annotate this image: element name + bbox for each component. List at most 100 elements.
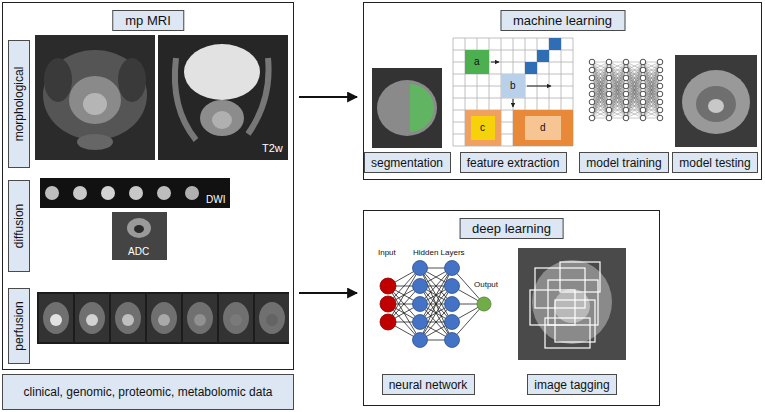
model-training-network-part bbox=[592, 78, 609, 118]
feature-grid-cells-part bbox=[465, 50, 489, 74]
model-training-network-part bbox=[640, 59, 646, 65]
image-tagging-image-part-part bbox=[545, 318, 590, 348]
feature-grid-cells-part bbox=[491, 62, 499, 63]
model-training-network-part bbox=[592, 78, 609, 118]
model-training-network-part bbox=[609, 78, 626, 118]
model-training-network-part bbox=[640, 67, 646, 73]
feature-grid-lines bbox=[453, 38, 573, 146]
model-training-network-part bbox=[640, 107, 646, 113]
dwi-strip-part bbox=[40, 178, 230, 208]
segmentation-image-part bbox=[377, 80, 437, 136]
t2w-coronal-image bbox=[158, 35, 288, 160]
model-training-network-part bbox=[640, 75, 646, 81]
adc-image-part bbox=[134, 225, 144, 233]
model-training-network-part bbox=[589, 107, 595, 113]
model-training-network-part bbox=[640, 115, 646, 121]
method-panel: machine learningsegmentationfeature extr… bbox=[363, 2, 762, 180]
adc-image-part bbox=[127, 218, 151, 238]
model-training-network-part bbox=[589, 59, 595, 65]
perfusion-strip-part bbox=[50, 314, 62, 326]
model-training-network-part bbox=[606, 91, 612, 97]
image-tagging-image-part bbox=[532, 260, 612, 344]
feature-grid-cells-part bbox=[513, 99, 514, 107]
step-label-box: image tagging bbox=[527, 374, 617, 395]
neural-network-figure-part bbox=[413, 315, 428, 330]
neural-network-figure-part bbox=[388, 286, 420, 340]
perfusion-strip-part bbox=[37, 292, 289, 344]
model-training-network-part bbox=[606, 83, 612, 89]
node-label: model testing bbox=[679, 156, 750, 170]
perfusion-strip-part bbox=[219, 294, 253, 342]
t2w-axial-image-part bbox=[118, 58, 146, 102]
feature-grid-cells-part bbox=[471, 116, 495, 140]
image-label: b bbox=[510, 80, 516, 92]
t2w-axial-image-part bbox=[83, 93, 107, 115]
node-label: morphological bbox=[12, 67, 26, 142]
t2w-axial-image-part bbox=[43, 50, 147, 140]
node-label: perfusion bbox=[12, 301, 26, 350]
perfusion-strip-part bbox=[255, 294, 289, 342]
feature-grid-cells-part bbox=[465, 110, 501, 146]
dwi-strip bbox=[40, 178, 230, 208]
t2w-axial-image-part bbox=[69, 76, 121, 124]
model-training-network-part bbox=[643, 78, 660, 118]
feature-grid-cells-part bbox=[501, 74, 525, 98]
perfusion-strip-part bbox=[158, 314, 170, 326]
perfusion-strip-part bbox=[187, 302, 213, 334]
neural-network-figure-part bbox=[420, 286, 452, 340]
model-training-network-part bbox=[623, 67, 629, 73]
model-testing-image-part bbox=[708, 99, 724, 113]
model-testing-image-part bbox=[675, 55, 757, 147]
model-training-network-part bbox=[643, 62, 660, 102]
model-training-network-part bbox=[657, 115, 663, 121]
model-training-network-part bbox=[589, 91, 595, 97]
method-panel: deep learningneural networkimage tagging bbox=[363, 210, 660, 406]
image-tagging-image-part bbox=[530, 262, 600, 348]
model-training-network-part bbox=[657, 83, 663, 89]
feature-grid-cells-part bbox=[537, 50, 549, 62]
perfusion-strip bbox=[37, 292, 289, 344]
model-training-network-part bbox=[640, 91, 646, 97]
model-training-network-part bbox=[592, 62, 609, 102]
neural-network-figure-part bbox=[413, 279, 428, 294]
neural-network-figure-part bbox=[445, 315, 460, 330]
neural-network-figure-part bbox=[420, 268, 452, 322]
model-testing-image-part bbox=[682, 70, 750, 134]
image-label: a bbox=[474, 56, 480, 68]
image-tagging-image-part bbox=[518, 248, 626, 360]
dwi-strip-part bbox=[73, 186, 87, 200]
feature-grid-cells-part bbox=[527, 86, 551, 87]
dwi-strip-part bbox=[101, 186, 115, 200]
model-training-network-part bbox=[606, 59, 612, 65]
perfusion-strip-part bbox=[151, 302, 177, 334]
node-label: segmentation bbox=[371, 156, 443, 170]
model-training-network-part bbox=[623, 99, 629, 105]
model-training-network-part bbox=[623, 91, 629, 97]
t2w-coronal-image-part bbox=[212, 111, 232, 129]
t2w-axial-image-part bbox=[77, 134, 113, 150]
neural-network-figure-part bbox=[420, 268, 452, 322]
model-training-network-part bbox=[609, 94, 626, 118]
adc-image-part bbox=[112, 212, 167, 260]
neural-network-figure-part bbox=[445, 333, 460, 348]
neural-network-figure-part bbox=[413, 333, 428, 348]
neural-network-figure-part bbox=[380, 278, 396, 294]
neural-network-figure bbox=[380, 261, 491, 348]
model-training-network-part bbox=[606, 75, 612, 81]
node-label: diffusion bbox=[12, 204, 26, 248]
panel-heading: machine learning bbox=[500, 10, 625, 31]
model-training-network-part bbox=[623, 83, 629, 89]
adc-image bbox=[112, 212, 167, 260]
image-label: d bbox=[540, 122, 546, 134]
image-label: Hidden Layers bbox=[413, 248, 465, 257]
model-training-network-part bbox=[589, 75, 595, 81]
perfusion-strip-part bbox=[39, 294, 73, 342]
node-label: model training bbox=[586, 156, 661, 170]
perfusion-strip-part bbox=[115, 302, 141, 334]
neural-network-figure-part bbox=[388, 268, 420, 322]
neural-network-figure-part bbox=[413, 297, 428, 312]
t2w-coronal-image-part bbox=[200, 100, 244, 136]
model-training-network-part bbox=[626, 78, 643, 118]
dwi-strip-part bbox=[45, 186, 59, 200]
